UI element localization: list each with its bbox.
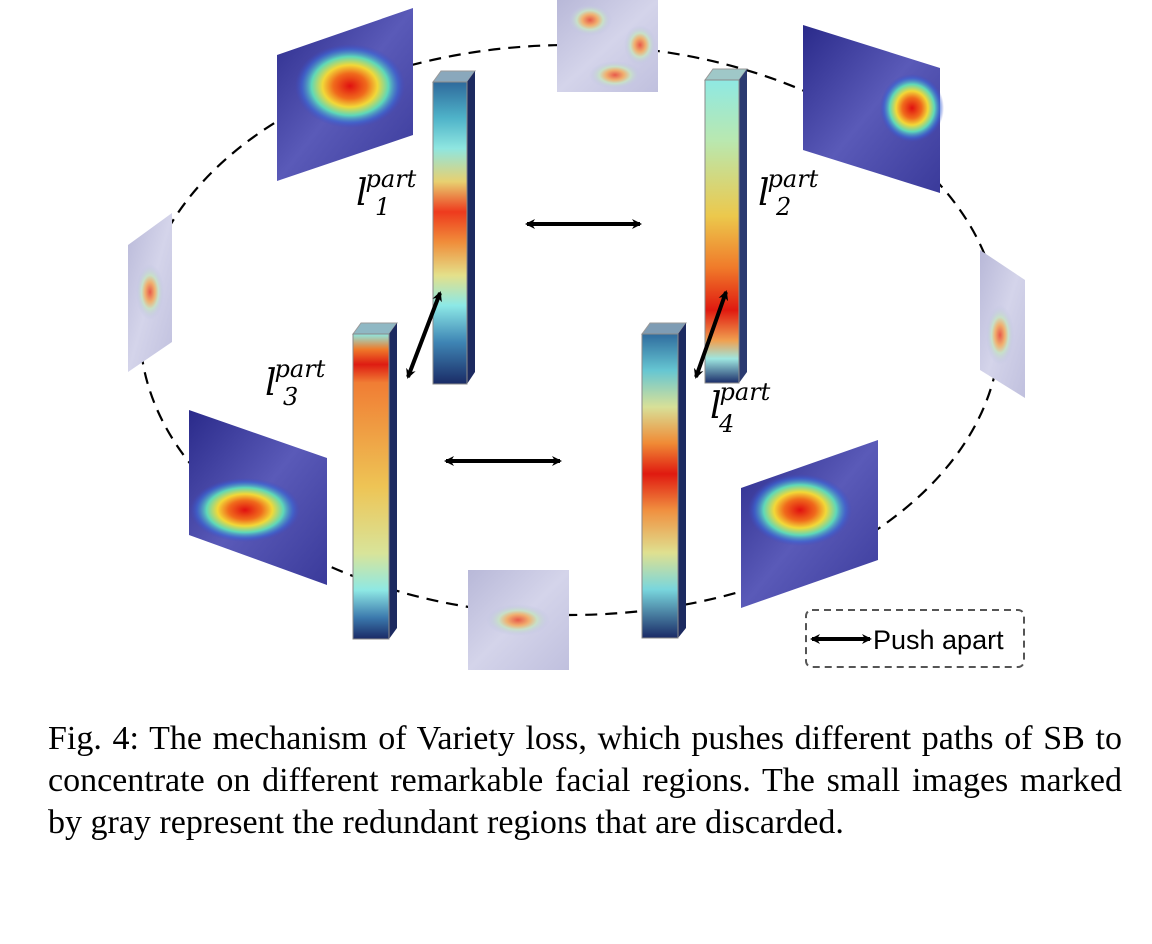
push-arrow-1-3 <box>406 291 442 379</box>
face-discarded-top <box>557 0 658 92</box>
face-discarded-bottom <box>468 570 569 670</box>
face-heatmap-bottom-left <box>189 410 327 585</box>
push-arrow-2-4 <box>693 290 729 379</box>
face-heatmap-bottom-right <box>741 440 878 608</box>
face-discarded-right <box>980 250 1025 398</box>
feature-bar-1 <box>432 70 476 385</box>
figure-caption: Fig. 4: The mechanism of Variety loss, w… <box>48 720 1122 841</box>
legend: Push apart <box>805 609 1025 668</box>
face-heatmap-top-right <box>803 25 944 193</box>
legend-box <box>805 609 1025 668</box>
legend-label: Push apart <box>873 625 1004 655</box>
feature-bar-4 <box>641 322 687 639</box>
face-discarded-left <box>128 213 172 372</box>
feature-bar-3 <box>352 322 398 640</box>
face-heatmap-top-left <box>277 8 413 181</box>
